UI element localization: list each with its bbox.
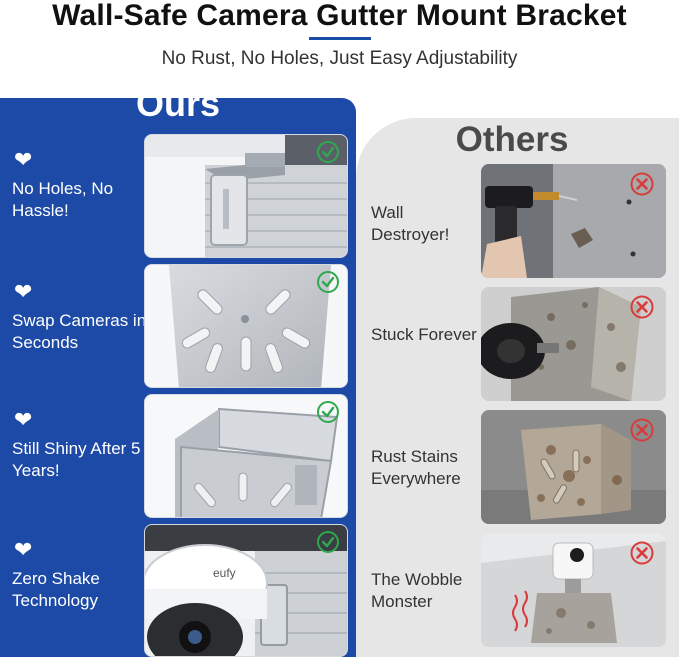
check-circle-icon — [317, 401, 339, 423]
ours-feature-label: Swap Cameras in Seconds — [12, 311, 147, 352]
ours-photo-mount-plate — [144, 264, 348, 388]
page-subtitle: No Rust, No Holes, Just Easy Adjustabili… — [161, 48, 518, 69]
ours-feature-label: Still Shiny After 5 Years! — [12, 439, 141, 480]
stuck-bracket-image — [481, 287, 666, 401]
ours-photo-mounted-camera: eufy — [144, 524, 348, 657]
others-feature-3: Rust Stains Everywhere — [371, 447, 461, 488]
ours-photo-gutter-clip — [144, 134, 348, 258]
check-circle-icon — [317, 531, 339, 553]
x-circle-icon — [630, 172, 654, 196]
x-circle-icon — [630, 541, 654, 565]
ours-photo-shiny-bracket — [144, 394, 348, 518]
others-photo-wobble — [481, 533, 666, 647]
heart-icon: ❤ — [14, 537, 33, 562]
page-title: Wall-Safe Camera Gutter Mount Bracket — [52, 0, 627, 32]
drill-wall-image — [481, 164, 666, 278]
others-feature-4: The Wobble Monster — [371, 570, 463, 611]
check-circle-icon — [317, 271, 339, 293]
wobbling-camera-image — [481, 533, 666, 647]
others-feature-1: Wall Destroyer! — [371, 203, 450, 244]
ours-feature-2: ❤ Swap Cameras in Seconds — [12, 280, 150, 354]
ours-feature-label: Zero Shake Technology — [12, 569, 100, 610]
rusty-bracket-image — [481, 410, 666, 524]
others-photo-stuck — [481, 287, 666, 401]
mount-plate-image — [145, 265, 347, 387]
title-underline — [309, 37, 371, 40]
others-feature-2: Stuck Forever — [371, 325, 477, 344]
shiny-bracket-image — [145, 395, 347, 517]
others-title: Others — [455, 120, 569, 159]
heart-icon: ❤ — [14, 279, 33, 304]
x-circle-icon — [630, 418, 654, 442]
bracket-on-gutter-image — [145, 135, 347, 257]
ours-feature-3: ❤ Still Shiny After 5 Years! — [12, 408, 150, 482]
others-photo-rust — [481, 410, 666, 524]
check-circle-icon — [317, 141, 339, 163]
mounted-camera-image: eufy — [145, 525, 347, 656]
x-circle-icon — [630, 295, 654, 319]
ours-feature-4: ❤ Zero Shake Technology — [12, 538, 150, 612]
heart-icon: ❤ — [14, 407, 33, 432]
camera-brand-logo: eufy — [213, 566, 236, 580]
ours-feature-label: No Holes, No Hassle! — [12, 179, 114, 220]
others-photo-drill — [481, 164, 666, 278]
ours-feature-1: ❤ No Holes, No Hassle! — [12, 148, 150, 222]
heart-icon: ❤ — [14, 147, 33, 172]
ours-title: Ours — [118, 82, 238, 126]
